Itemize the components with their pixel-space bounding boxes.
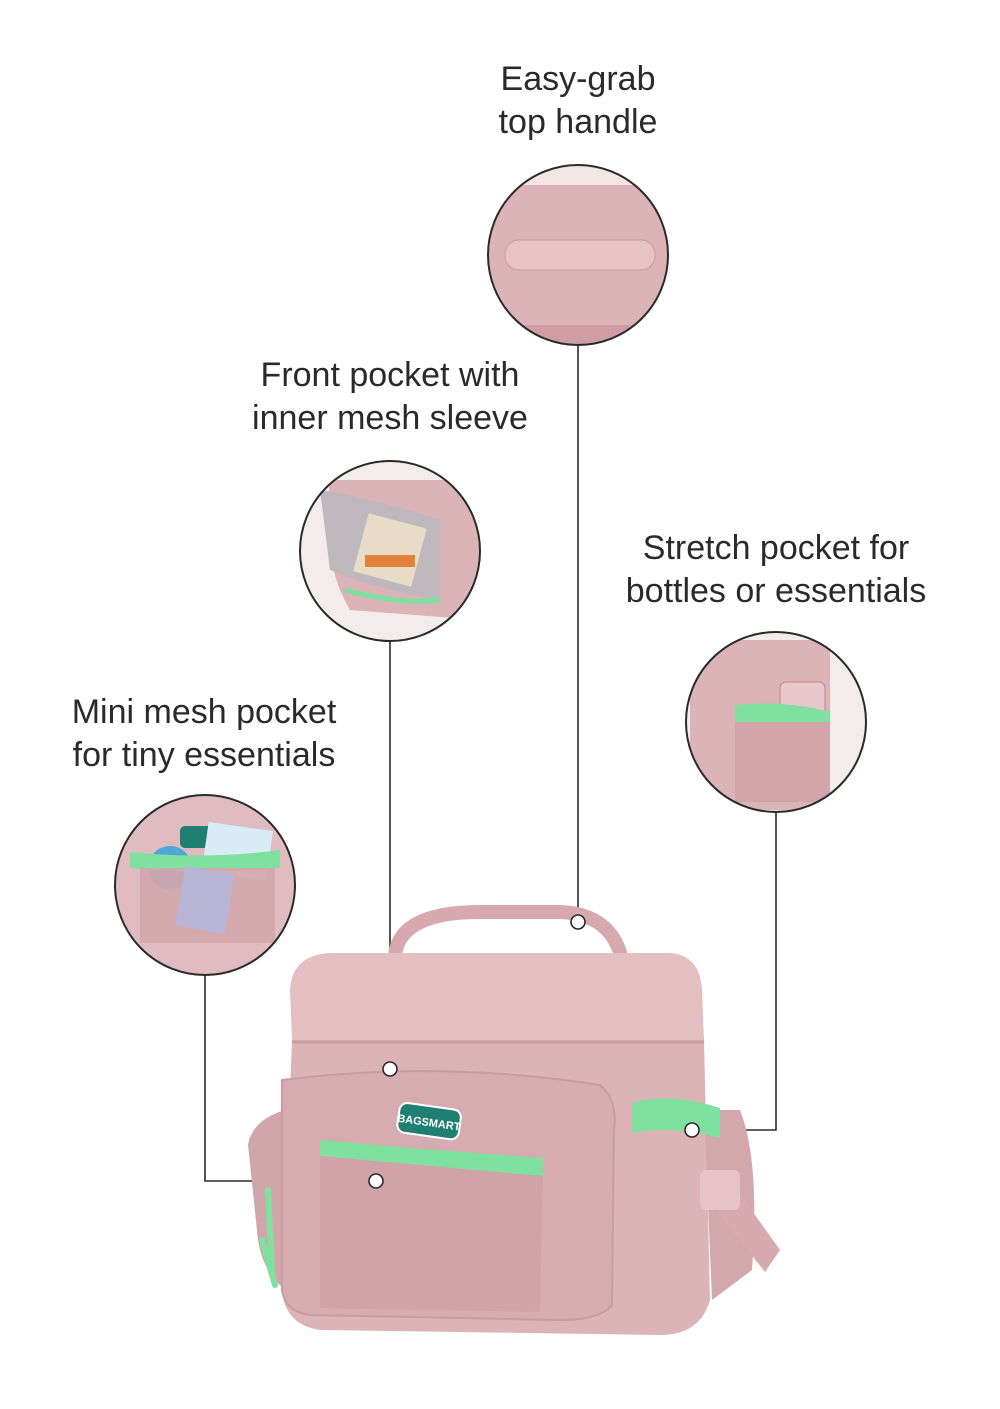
callout-mini-pocket-line2: for tiny essentials [72, 736, 336, 774]
front-pocket-green-trim [320, 1140, 543, 1176]
stretch-pocket-anchor-dot [684, 1122, 700, 1138]
top-handle [388, 905, 629, 967]
lunch-bag-illustration: BAGSMART [248, 905, 780, 1335]
callout-mini-pocket-label: Mini mesh pocket for tiny essentials [36, 691, 372, 777]
anchor-dots [368, 914, 700, 1189]
callout-front-pocket-line2: inner mesh sleeve [252, 399, 528, 437]
callout-stretch-pocket-line1: Stretch pocket for [642, 529, 910, 567]
callout-handle-line2: top handle [498, 103, 658, 141]
callout-handle-line1: Easy-grab [500, 60, 656, 98]
stretch-pocket-detail-circle [685, 631, 867, 813]
strap-buckle [700, 1170, 740, 1210]
front-pocket-anchor-dot [382, 1061, 398, 1077]
front-mesh-panel [320, 1156, 543, 1312]
callout-front-pocket-line1: Front pocket with [260, 356, 520, 394]
handle-anchor-dot [570, 914, 586, 930]
mini-pocket-detail-circle [114, 794, 296, 976]
callout-stretch-pocket-line2: bottles or essentials [625, 572, 927, 610]
callout-handle-label: Easy-grab top handle [458, 58, 698, 144]
bag-lid [290, 953, 704, 1040]
callout-front-pocket-label: Front pocket with inner mesh sleeve [220, 354, 560, 440]
front-pocket-detail-circle [299, 460, 481, 642]
brand-logo: BAGSMART [396, 1102, 462, 1141]
callout-stretch-pocket-label: Stretch pocket for bottles or essentials [590, 527, 962, 613]
stretch-pocket-leader-line [698, 812, 777, 1131]
handle-detail-circle [487, 164, 669, 346]
callout-mini-pocket-line1: Mini mesh pocket [71, 693, 337, 731]
mini-pocket-anchor-dot [368, 1173, 384, 1189]
zipper-pull-left [259, 1187, 278, 1288]
